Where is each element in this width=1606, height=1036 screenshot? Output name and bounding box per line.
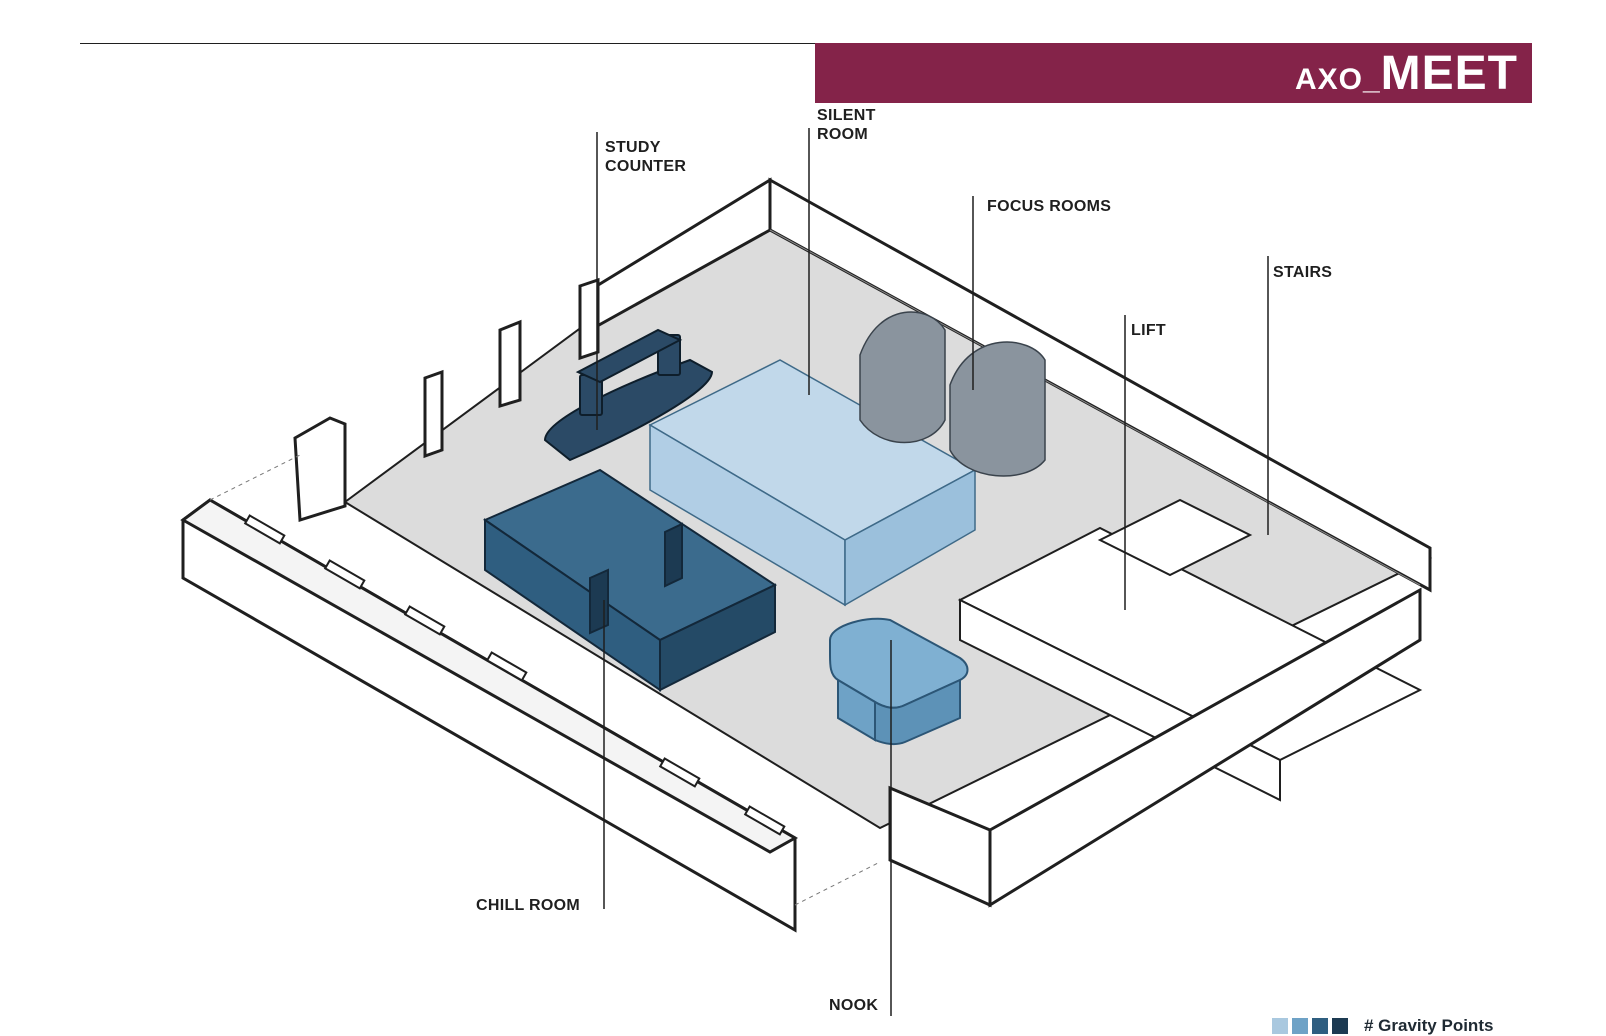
legend-swatch-4 — [1332, 1018, 1348, 1034]
study-counter — [543, 328, 714, 462]
legend-swatch-3 — [1312, 1018, 1328, 1034]
front-wall-right — [888, 587, 1422, 908]
label-silent-room: SILENT ROOM — [817, 107, 876, 143]
legend-swatch-2 — [1292, 1018, 1308, 1034]
leader-lines — [596, 128, 1269, 1016]
label-nook: NOOK — [829, 997, 879, 1014]
label-focus-rooms: FOCUS ROOMS — [987, 198, 1112, 215]
top-rule — [80, 43, 815, 44]
columns-left — [293, 277, 600, 523]
label-lift: LIFT — [1131, 322, 1166, 339]
nook — [829, 617, 969, 746]
label-stairs: STAIRS — [1273, 264, 1333, 281]
title-bar: AXO_ MEET — [815, 43, 1532, 103]
legend: # Gravity Points — [1272, 1016, 1493, 1036]
back-wall-right — [768, 177, 1432, 593]
legend-swatch-1 — [1272, 1018, 1288, 1034]
page-title: MEET — [1380, 46, 1518, 100]
label-chill-room: CHILL ROOM — [476, 897, 581, 914]
label-study-counter: STUDY COUNTER — [605, 139, 687, 175]
legend-label: # Gravity Points — [1364, 1016, 1494, 1035]
silent-room — [648, 359, 977, 607]
chill-room — [482, 468, 778, 692]
front-wall-windows — [243, 514, 786, 836]
front-wall — [180, 498, 799, 933]
title-prefix: AXO_ — [1294, 63, 1381, 96]
